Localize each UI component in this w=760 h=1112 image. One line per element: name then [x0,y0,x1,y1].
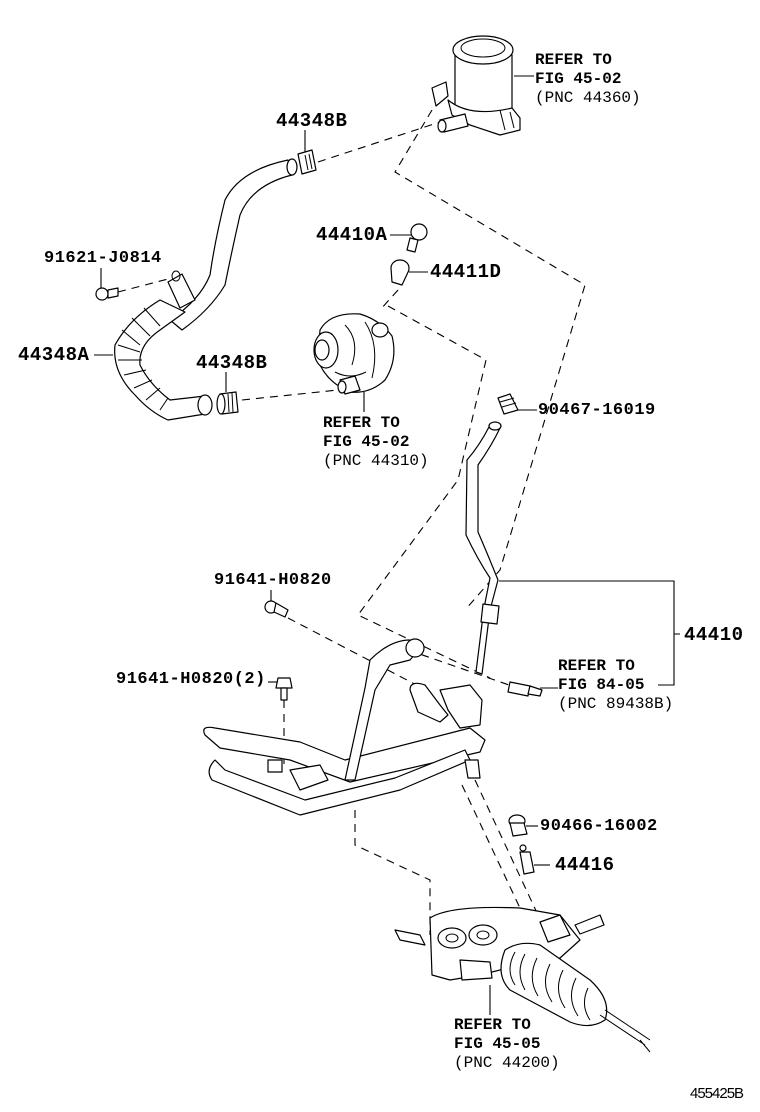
gasket-44411D-illustration [390,259,410,286]
bolt-91641-H0820-2-illustration [275,677,293,701]
dash-clamp-to-reservoir [317,121,441,163]
leader-44410-bracket [499,580,680,686]
part-label-90467-16019[interactable]: 90467-16019 [538,401,656,420]
union-bolt-44410A-illustration [406,223,428,253]
figure-code: 455425B [690,1085,744,1102]
part-label-91641-H0820[interactable]: 91641-H0820 [214,571,332,590]
dash-tube-to-gear [354,810,431,935]
part-label-44411D[interactable]: 44411D [430,261,502,283]
reference-line-3: (PNC 44200) [454,1054,560,1072]
part-label-44348A[interactable]: 44348A [18,344,90,366]
dash-reservoir-to-feed-tube [394,109,586,611]
reference-line-1: REFER TO [454,1016,531,1034]
clamp-90467-16019-illustration [497,393,519,415]
part-label-91641-H0820-2[interactable]: 91641-H0820(2) [116,670,266,689]
reference-line-1: REFER TO [323,414,400,432]
hose-clamp-44348B-top [297,149,317,175]
reference-line-2: FIG 45-02 [535,70,622,88]
part-label-44410[interactable]: 44410 [684,624,744,646]
dash-pump-to-tube [357,305,491,679]
dash-gasket-to-pump [379,289,399,311]
part-label-44348B-mid[interactable]: 44348B [196,352,268,374]
bolt-91621-J0814-illustration [95,287,119,301]
part-label-91621-J0814[interactable]: 91621-J0814 [44,249,162,268]
reference-line-2: FIG 45-05 [454,1035,541,1053]
steering-gear-illustration [394,906,651,1053]
reference-pump[interactable]: REFER TO FIG 45-02 (PNC 44310) [323,414,429,471]
reference-line-2: FIG 45-02 [323,433,410,451]
reference-line-3: (PNC 44310) [323,452,429,470]
reservoir-illustration [431,35,521,136]
part-label-44348B-top[interactable]: 44348B [276,110,348,132]
reference-line-1: REFER TO [535,51,612,69]
bolt-91641-H0820-illustration [264,600,289,618]
dash-union-line-b [461,784,529,926]
reference-line-1: REFER TO [558,657,635,675]
part-label-44416[interactable]: 44416 [555,854,615,876]
dash-bolt-to-hose-bracket [117,277,173,293]
dash-bolt-to-bracket [287,617,431,693]
reference-line-2: FIG 84-05 [558,676,645,694]
clamp-90466-16002-illustration [508,814,528,837]
union-44416-illustration [519,844,535,875]
reference-steering-gear[interactable]: REFER TO FIG 45-05 (PNC 44200) [454,1016,560,1073]
part-label-44410A[interactable]: 44410A [316,224,388,246]
dash-tube-to-sensor [407,649,513,687]
reference-line-3: (PNC 89438B) [558,695,674,713]
pressure-feed-tube-44410-illustration [465,421,502,675]
reference-sensor[interactable]: REFER TO FIG 84-05 (PNC 89438B) [558,657,673,714]
tube-assembly-illustration [203,638,486,816]
power-steering-pump-illustration [313,313,395,395]
reference-reservoir[interactable]: REFER TO FIG 45-02 (PNC 44360) [535,51,641,108]
hose-clamp-44348B-mid [216,391,239,415]
reference-line-3: (PNC 44360) [535,89,641,107]
pressure-sensor-illustration [507,681,543,697]
hose-upper-illustration [169,158,298,331]
part-label-90466-16002[interactable]: 90466-16002 [540,817,658,836]
dash-clamp-to-pump [241,389,339,401]
hose-lower-44348A-illustration [114,270,213,421]
